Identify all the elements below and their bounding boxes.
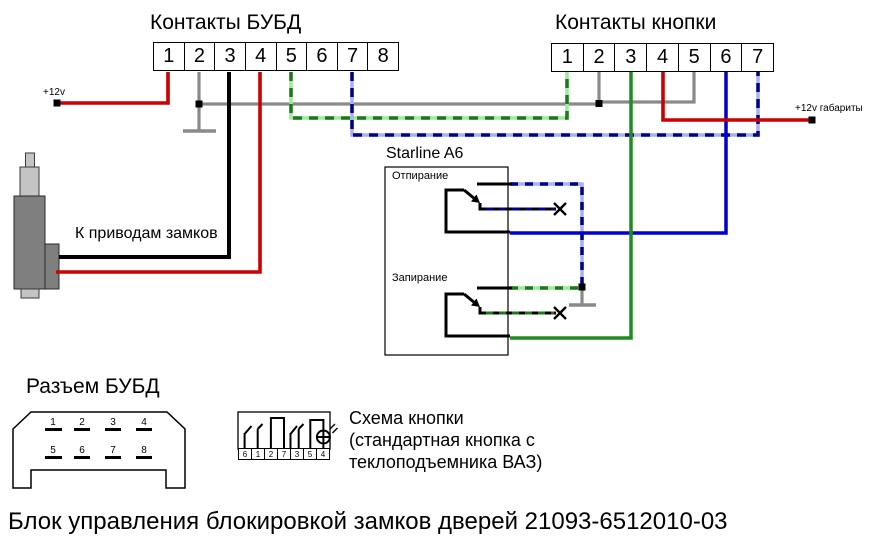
plug-pin-number: 8	[141, 445, 147, 456]
schematic-pin-cell: 4	[320, 449, 326, 459]
bubd-pin-cell: 2	[185, 43, 216, 70]
plug-pin-number: 1	[50, 417, 56, 428]
relay-unlock-arrowhead	[471, 194, 480, 203]
bubd-contacts-connector: 1 2 3 4 5 6 7 8	[153, 42, 399, 71]
button-pin-cell: 6	[711, 44, 743, 71]
plug-pin-number: 7	[110, 445, 116, 456]
button-schematic-pin-strip: 6 1 2 7 3 5 4	[238, 448, 330, 460]
not-connected-x-lock	[553, 306, 567, 320]
terminal-dot-gabarity	[808, 116, 816, 124]
relay-unlock-common	[444, 188, 510, 234]
wire-blue-dashed	[350, 72, 760, 137]
bubd-plug-pin-dashes	[45, 428, 152, 459]
button-contacts-title: Контакты кнопки	[555, 11, 717, 34]
actuator-shaft	[19, 166, 40, 197]
schematic-caption-line2: (стандартная кнопка с	[349, 430, 535, 450]
button-pin-cell: 4	[647, 44, 679, 71]
plug-pin-number: 6	[79, 445, 85, 456]
unlock-label: Отпирание	[392, 170, 449, 182]
junction-dot-gray-left	[195, 100, 203, 108]
wire-red-gabarity	[661, 72, 812, 122]
button-pin-cell: 3	[615, 44, 648, 71]
plug-pin-number: 4	[141, 417, 147, 428]
actuator-label: К приводам замков	[75, 225, 218, 242]
lock-label: Запирание	[392, 272, 448, 284]
bubd-plug-outline	[12, 411, 186, 489]
wire-black-actuator	[59, 72, 231, 259]
button-pin-cell: 2	[584, 44, 616, 71]
junction-dot-gray-right	[595, 100, 603, 107]
wire-unlock-dashed	[510, 182, 584, 287]
junction-dot-starline-ground	[578, 283, 586, 291]
button-pin-cell: 7	[752, 46, 764, 68]
plus12v-gabarity-label: +12v габариты	[795, 103, 863, 114]
button-schematic-drawing	[237, 411, 338, 450]
actuator-foot	[20, 288, 40, 299]
bubd-plug-drawing: 1 2 3 4 5 6 7 8	[12, 411, 186, 489]
starline-module-box	[384, 166, 509, 356]
schematic-pin-cell: 6	[239, 449, 252, 459]
wire-green-solid	[510, 72, 633, 340]
red-wires	[56, 72, 812, 274]
actuator-side-tab	[44, 243, 60, 290]
plug-pin-number: 5	[50, 445, 56, 456]
bubd-pin-cell: 7	[338, 43, 369, 70]
button-pin-cell: 1	[552, 44, 584, 71]
wire-green-dashed-base	[289, 72, 569, 120]
bubd-pin-cell: 6	[307, 43, 338, 70]
schematic-pin-cell: 5	[304, 449, 317, 459]
plug-pin-number: 3	[110, 417, 116, 428]
not-connected-x-unlock	[553, 202, 567, 216]
schematic-pin-cell: 7	[278, 449, 291, 459]
schematic-caption-line3: теклоподъемника ВАЗ)	[349, 452, 543, 472]
bubd-pin-cell: 3	[215, 43, 246, 70]
relay-lock-common	[444, 292, 510, 338]
door-lock-actuator-icon	[13, 152, 60, 299]
schematic-pin-cell: 2	[265, 449, 278, 459]
wire-unlock-dashed-base	[510, 182, 584, 287]
button-pin-cell: 5	[679, 44, 711, 71]
bubd-contacts-title: Контакты БУБД	[150, 11, 302, 34]
schematic-pin-cell: 3	[291, 449, 304, 459]
button-schematic-symbols	[243, 417, 338, 449]
page-caption: Блок управления блокировкой замков двере…	[8, 508, 728, 535]
bubd-pin-cell: 8	[377, 45, 389, 67]
schematic-caption-line1: Схема кнопки	[349, 408, 464, 428]
wire-red-actuator	[56, 72, 262, 274]
actuator-rod	[25, 152, 35, 168]
relay-lock-arm	[463, 292, 476, 305]
terminal-dot-12v	[53, 99, 61, 107]
plug-pin-number: 2	[79, 417, 85, 428]
button-schematic-caption: Схема кнопки (стандартная кнопка с текло…	[349, 407, 542, 473]
actuator-body	[13, 195, 46, 290]
wire-blue-solid	[510, 72, 728, 235]
bubd-pin-cell: 5	[277, 43, 308, 70]
relay-unlock-arm	[463, 188, 476, 201]
plus12v-label: +12v	[43, 87, 65, 98]
button-contacts-connector: 1 2 3 4 5 6 7	[551, 43, 774, 72]
wire-red-supply	[57, 72, 170, 105]
starline-title: Starline A6	[386, 145, 464, 162]
bubd-pin-cell: 4	[246, 43, 277, 70]
bubd-plug-title: Разъем БУБД	[26, 375, 160, 398]
schematic-pin-cell: 1	[252, 449, 265, 459]
wire-button-pin5	[600, 72, 696, 104]
relay-lock-arrowhead	[471, 298, 480, 307]
bubd-pin-cell: 1	[154, 43, 185, 70]
junction-dots	[53, 99, 816, 291]
wire-green-dashed	[289, 72, 569, 120]
